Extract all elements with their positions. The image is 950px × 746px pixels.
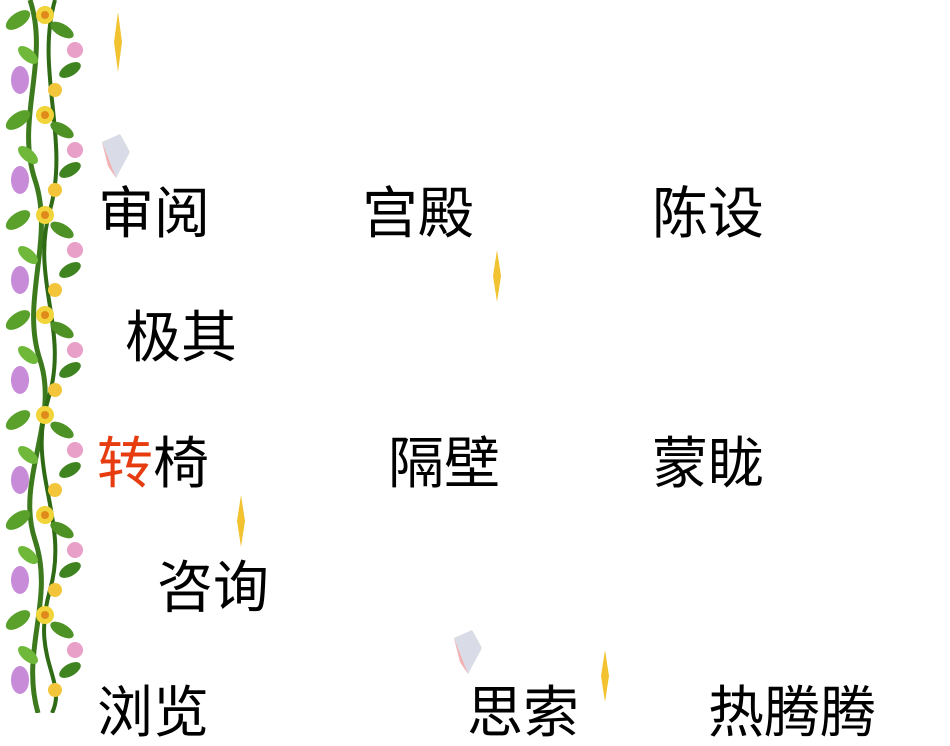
sparkle-icon [493,250,501,302]
vocab-word: 思索 [467,681,579,746]
vocab-word: 审阅 [98,182,210,247]
vocab-word: 咨询 [157,556,269,621]
ribbon-icon [102,134,130,178]
flower-vine-border [0,0,95,713]
sparkle-icon [237,495,245,547]
vocab-word: 陈设 [652,182,764,247]
highlighted-character: 转 [97,432,153,497]
word-remainder: 椅 [153,432,209,497]
vocab-word-highlighted: 转椅 [97,437,209,493]
vocab-word: 浏览 [97,681,209,746]
vocab-word: 蒙眬 [652,432,764,497]
vocab-word: 宫殿 [362,182,474,247]
vocab-word: 隔壁 [388,432,500,497]
ribbon-icon [454,630,482,674]
sparkle-icon [114,12,122,72]
vocab-word: 极其 [125,306,237,371]
sparkle-icon [601,650,609,702]
vocab-word: 热腾腾 [708,681,876,746]
